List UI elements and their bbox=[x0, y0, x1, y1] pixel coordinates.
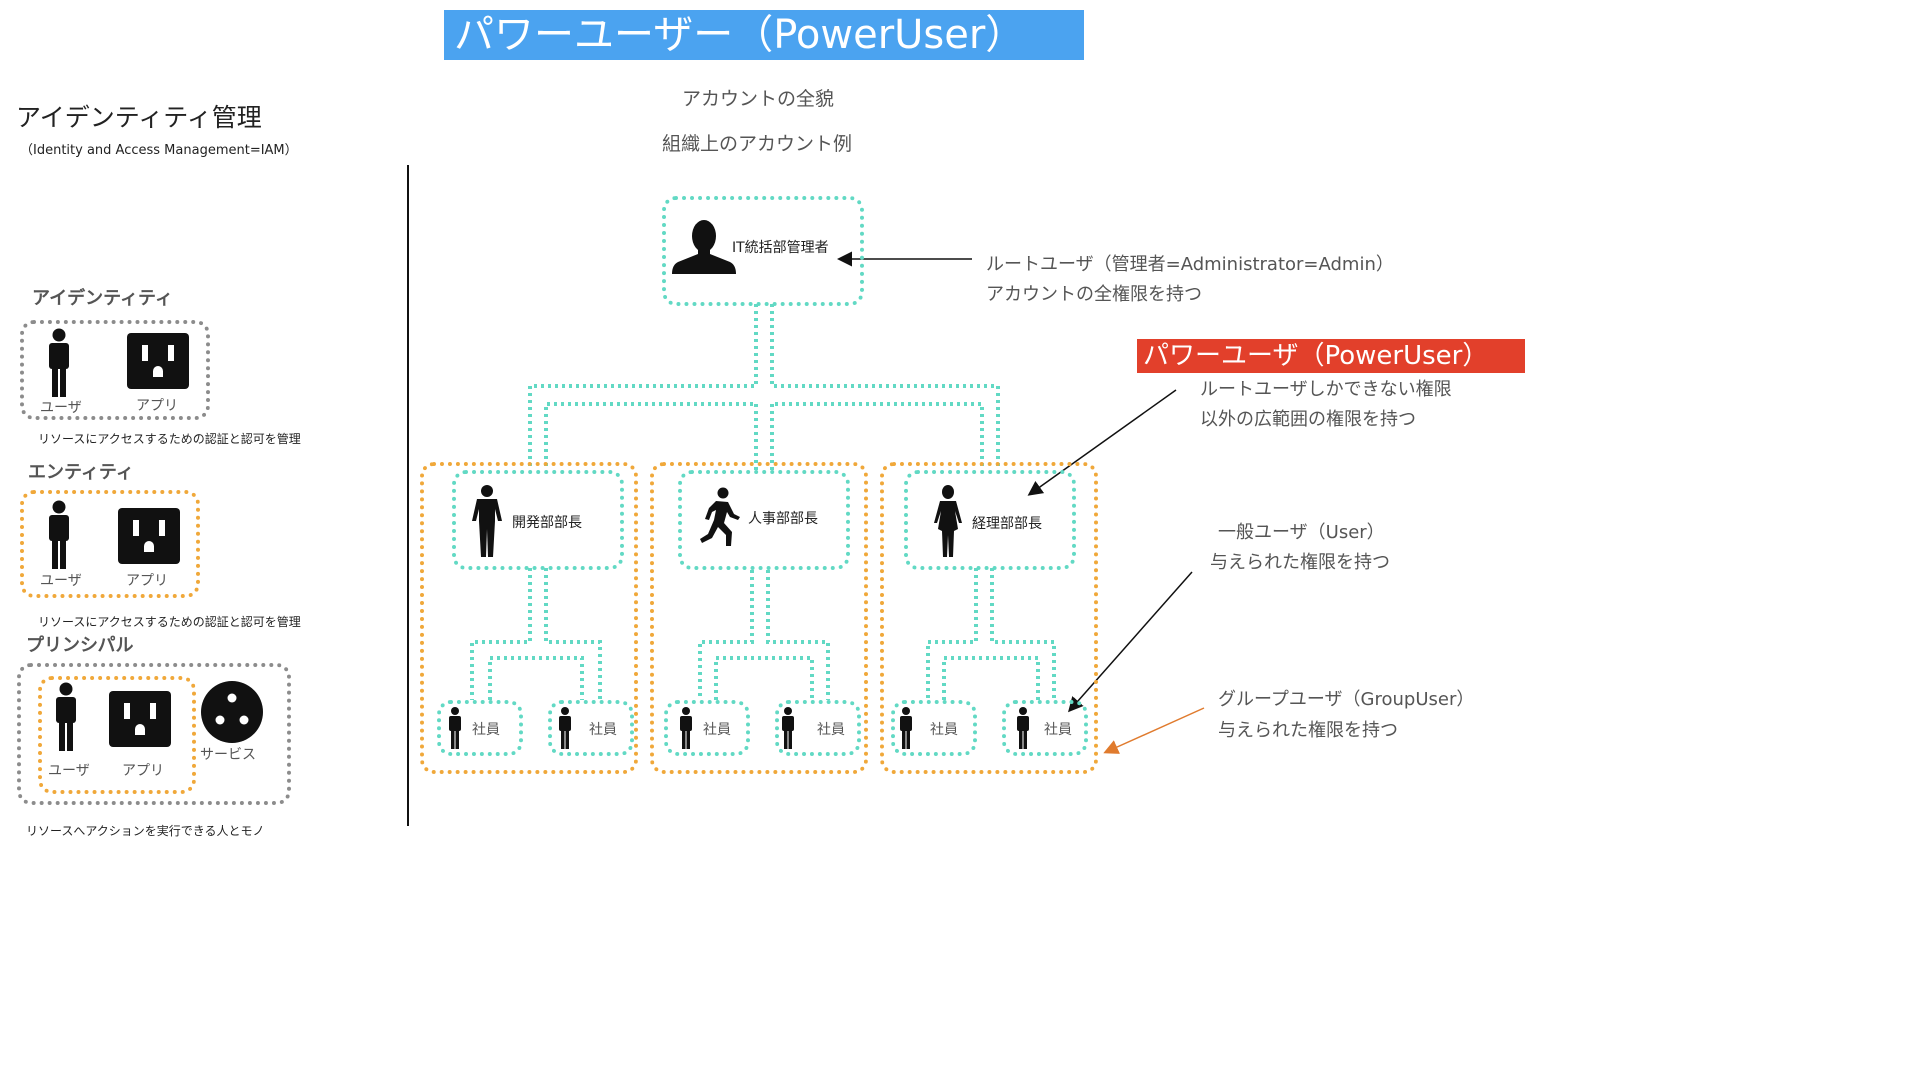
manager-box-acct bbox=[904, 470, 1076, 570]
example-label: 組織上のアカウント例 bbox=[662, 133, 853, 155]
entity-title: エンティティ bbox=[28, 462, 134, 483]
admin-box bbox=[662, 196, 864, 306]
general-annotation-line2: 与えられた権限を持つ bbox=[1210, 552, 1390, 573]
root-annotation-line2: アカウントの全権限を持つ bbox=[986, 284, 1202, 305]
employee-icon bbox=[900, 707, 912, 749]
principal-inner-box bbox=[38, 676, 196, 794]
general-annotation-line1: 一般ユーザ（User） bbox=[1218, 522, 1385, 543]
employee-label: 社員 bbox=[472, 722, 500, 738]
manager-woman-icon bbox=[934, 485, 962, 557]
overview-label: アカウントの全貌 bbox=[682, 88, 835, 110]
page-title: パワーユーザー（PowerUser） bbox=[444, 10, 1084, 60]
manager-box-dev bbox=[452, 470, 624, 570]
manager-box-hr bbox=[678, 470, 850, 570]
employee-box bbox=[548, 700, 634, 756]
identity-caption: リソースにアクセスするための認証と認可を管理 bbox=[38, 432, 301, 446]
employee-icon bbox=[680, 707, 692, 749]
employee-label: 社員 bbox=[589, 722, 617, 738]
entity-caption: リソースにアクセスするための認証と認可を管理 bbox=[38, 615, 301, 629]
employee-box bbox=[437, 700, 523, 756]
employee-label: 社員 bbox=[1044, 722, 1072, 738]
group-annotation-line1: グループユーザ（GroupUser） bbox=[1218, 689, 1475, 710]
department-box-dev bbox=[420, 462, 638, 774]
principal-app-label: アプリ bbox=[122, 763, 164, 779]
entity-app-label: アプリ bbox=[126, 573, 168, 589]
employee-icon bbox=[559, 707, 571, 749]
entity-box bbox=[20, 490, 200, 598]
poweruser-banner: パワーユーザ（PowerUser） bbox=[1137, 339, 1525, 373]
power-arrow bbox=[1027, 389, 1177, 496]
org-connectors bbox=[470, 304, 1056, 700]
employee-label: 社員 bbox=[817, 722, 845, 738]
outlet-app-icon bbox=[109, 691, 171, 747]
outlet-app-icon bbox=[127, 333, 189, 389]
employee-label: 社員 bbox=[703, 722, 731, 738]
root-annotation-line1: ルートユーザ（管理者=Administrator=Admin） bbox=[986, 254, 1394, 275]
employee-box bbox=[775, 700, 861, 756]
outlet-app-icon bbox=[118, 508, 180, 564]
employee-box bbox=[891, 700, 977, 756]
employee-icon bbox=[1017, 707, 1029, 749]
general-arrow bbox=[1068, 571, 1193, 713]
department-box-acct bbox=[880, 462, 1098, 774]
connector-layer bbox=[407, 165, 1205, 826]
employee-box bbox=[664, 700, 750, 756]
manager-label-hr: 人事部部長 bbox=[748, 511, 818, 527]
group-arrow bbox=[1103, 707, 1205, 754]
manager-label-dev: 開発部部長 bbox=[512, 515, 582, 531]
entity-user-label: ユーザ bbox=[40, 573, 82, 589]
employee-icon bbox=[449, 707, 461, 749]
user-icon bbox=[49, 500, 69, 569]
poweruser-annotation-line2: 以外の広範囲の権限を持つ bbox=[1200, 409, 1416, 430]
service-plug-icon bbox=[201, 681, 263, 743]
principal-box bbox=[17, 663, 291, 805]
identity-user-label: ユーザ bbox=[40, 400, 82, 416]
manager-standing-icon bbox=[472, 485, 502, 557]
principal-user-label: ユーザ bbox=[48, 763, 90, 779]
employee-label: 社員 bbox=[930, 722, 958, 738]
iam-heading: アイデンティティ管理 bbox=[16, 103, 262, 132]
identity-title: アイデンティティ bbox=[32, 288, 173, 309]
identity-box bbox=[20, 320, 210, 420]
admin-label: IT統括部管理者 bbox=[732, 240, 829, 256]
employee-icon bbox=[782, 707, 794, 749]
group-annotation-line2: 与えられた権限を持つ bbox=[1218, 720, 1398, 741]
principal-caption: リソースへアクションを実行できる人とモノ bbox=[26, 824, 265, 838]
department-box-hr bbox=[650, 462, 868, 774]
principal-service-label: サービス bbox=[200, 747, 256, 763]
admin-silhouette-icon bbox=[672, 220, 736, 274]
identity-app-label: アプリ bbox=[136, 398, 178, 414]
manager-walking-icon bbox=[700, 487, 740, 546]
employee-box bbox=[1002, 700, 1088, 756]
principal-title: プリンシパル bbox=[26, 635, 134, 656]
user-icon bbox=[49, 328, 69, 397]
manager-label-acct: 経理部部長 bbox=[972, 516, 1042, 532]
iam-subheading: （Identity and Access Management=IAM） bbox=[20, 143, 298, 158]
poweruser-annotation-line1: ルートユーザしかできない権限 bbox=[1200, 379, 1452, 400]
user-icon bbox=[56, 682, 76, 751]
